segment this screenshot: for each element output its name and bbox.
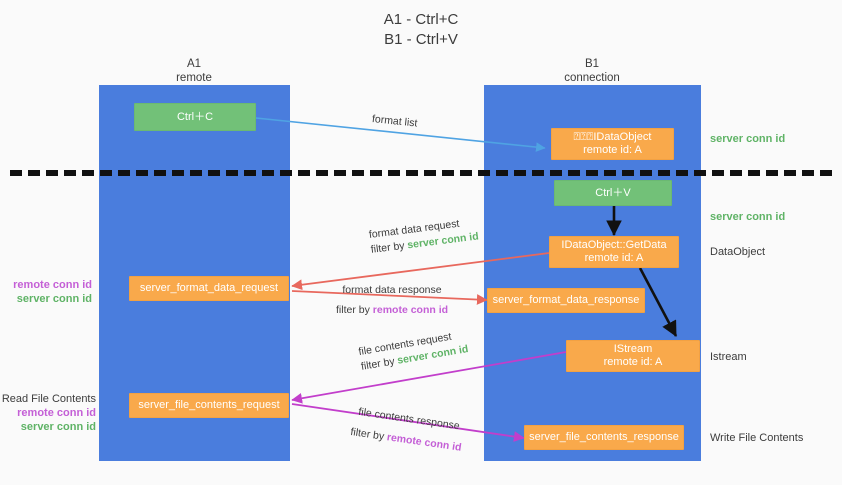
node-ctrl-v[interactable]: Ctrl＋V: [554, 180, 672, 206]
left-label-server-conn-id-top: server conn id: [16, 293, 92, 305]
node-server-file-contents-request[interactable]: server_file_contents_request: [129, 393, 289, 418]
filter-value-remote-conn-id: remote conn id: [372, 304, 449, 316]
left-label-read-file-contents: Read File Contents: [1, 393, 96, 405]
right-label-server-conn-id-mid: server conn id: [710, 211, 786, 223]
edge-label-format-data-response-filter: filter by remote conn id: [336, 298, 448, 318]
lane-header-b1: B1 connection: [564, 58, 620, 84]
left-label-server-conn-id-bottom: server conn id: [20, 421, 96, 433]
node-istream[interactable]: IStream remote id: A: [566, 340, 700, 372]
left-label-remote-conn-id-bottom: remote conn id: [17, 407, 96, 419]
node-idataobject-getdata[interactable]: IDataObject::GetData remote id: A: [549, 236, 679, 268]
edge-label-format-data-response: format data response filter by remote co…: [336, 283, 448, 318]
right-label-server-conn-id-top: server conn id: [710, 133, 786, 145]
diagram-title: A1 - Ctrl+C B1 - Ctrl+V: [383, 11, 459, 48]
left-label-read-file-contents-group: Read File Contents remote conn id server…: [0, 392, 96, 434]
edge-label-format-data-request: format data request filter by server con…: [368, 215, 479, 258]
node-server-format-data-response[interactable]: server_format_data_response: [487, 288, 645, 313]
filter-prefix: filter by: [349, 425, 388, 444]
filter-value-remote-conn-id: remote conn id: [386, 431, 463, 454]
filter-prefix: filter by: [370, 239, 409, 256]
right-label-write-file-contents: Write File Contents: [710, 432, 804, 444]
separator-dashed-line: [10, 170, 832, 176]
edge-label-format-data-response-title: format data response: [342, 284, 442, 296]
right-label-dataobject: DataObject: [710, 246, 766, 258]
left-label-conn-pair-top: remote conn id server conn id: [0, 278, 92, 306]
node-server-format-data-request[interactable]: server_format_data_request: [129, 276, 289, 301]
lane-header-a1: A1 remote: [176, 58, 212, 84]
filter-prefix: filter by: [336, 304, 373, 316]
node-server-file-contents-response[interactable]: server_file_contents_response: [524, 425, 684, 450]
node-ole-get-clipboard[interactable]: ⍰⍰⍰IDataObject remote id: A: [551, 128, 674, 160]
right-label-istream: Istream: [710, 351, 747, 363]
node-ctrl-c[interactable]: Ctrl＋C: [134, 103, 256, 131]
edge-label-format-list: format list: [371, 113, 418, 130]
edge-label-file-contents-request: file contents request filter by server c…: [358, 327, 470, 375]
left-label-remote-conn-id-top: remote conn id: [13, 279, 92, 291]
edge-label-file-contents-response: file contents response filter by remote …: [349, 404, 465, 456]
